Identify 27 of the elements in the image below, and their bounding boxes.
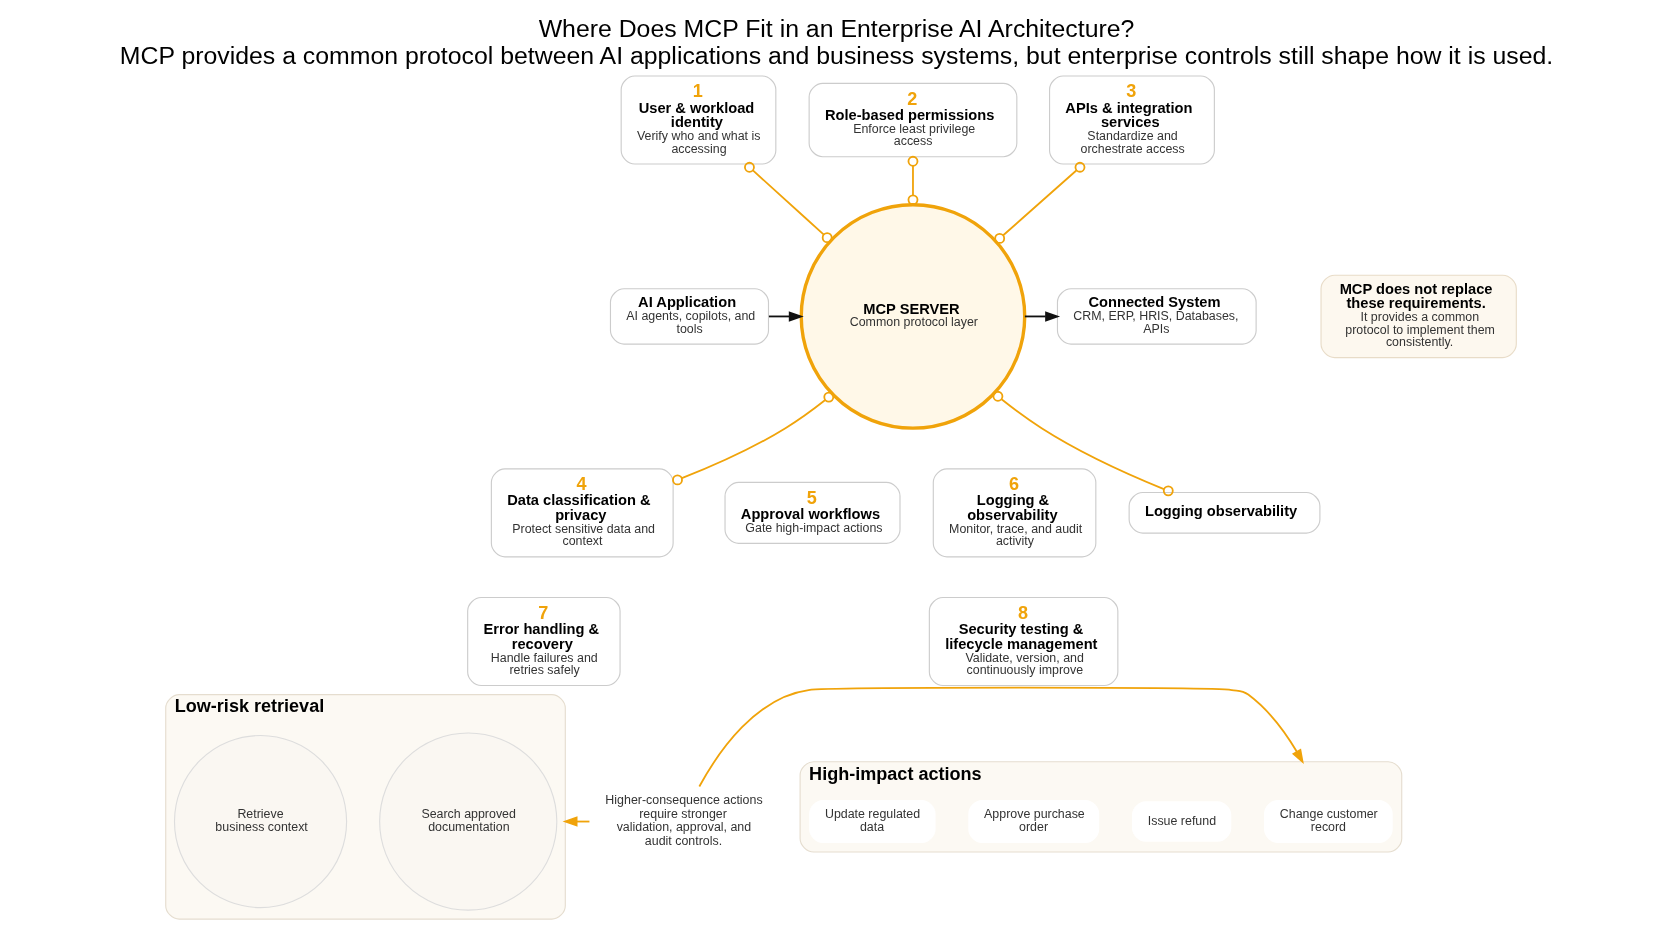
node-box: 4 Data classification & privacy Protect sensitive data and context (490, 468, 674, 558)
node-box: 5 Approval workflows Gate high-impact actions (723, 481, 901, 544)
node-box: AI Application AI agents, copilots, and tools (609, 288, 769, 345)
node-box: 3 APIs & integration services Standardize and orchestrate access (1048, 75, 1215, 165)
diagram-title: Where Does MCP Fit in an Enterprise AI Architecture? (538, 15, 1134, 43)
node-box: 6 Logging & observability Monitor, trace, and audit activity (932, 468, 1096, 558)
node-text: Higher-consequence actions require stronger validation, approval, and audit controls. (604, 793, 763, 849)
caption: MCP provides a common protocol between AI applications and business systems, but enterprise controls still shape how it is used. (119, 42, 1553, 70)
connector (992, 390, 1174, 497)
node-box: Connected System CRM, ERP, HRIS, Databases, APIs (1056, 288, 1257, 345)
node-box: 1 User & workload identity Verify who and what is accessing (620, 75, 776, 165)
node-circle: Search approved documentation (378, 732, 557, 911)
node-box: 8 Security testing & lifecycle management Validate, version, and continuously improve (928, 596, 1118, 687)
node-box: Logging observability (1128, 491, 1320, 534)
arrow (562, 816, 590, 827)
node-box: MCP does not replace these requirements. It provides a common protocol to implement them consistently. (1319, 274, 1517, 359)
arrow (697, 686, 1304, 788)
node-box: 7 Error handling & recovery Handle failures and retries safely (466, 596, 621, 687)
node-circle: MCP SERVER Common protocol layer (799, 203, 1026, 430)
connector (743, 161, 833, 244)
connector (993, 161, 1085, 244)
arrow (1023, 311, 1060, 322)
node-circle: Retrieve business context (173, 734, 347, 909)
arrow (767, 311, 804, 322)
connector (671, 391, 834, 486)
connector (907, 155, 918, 206)
node-box: 2 Role-based permissions Enforce least privilege access (808, 82, 1017, 158)
